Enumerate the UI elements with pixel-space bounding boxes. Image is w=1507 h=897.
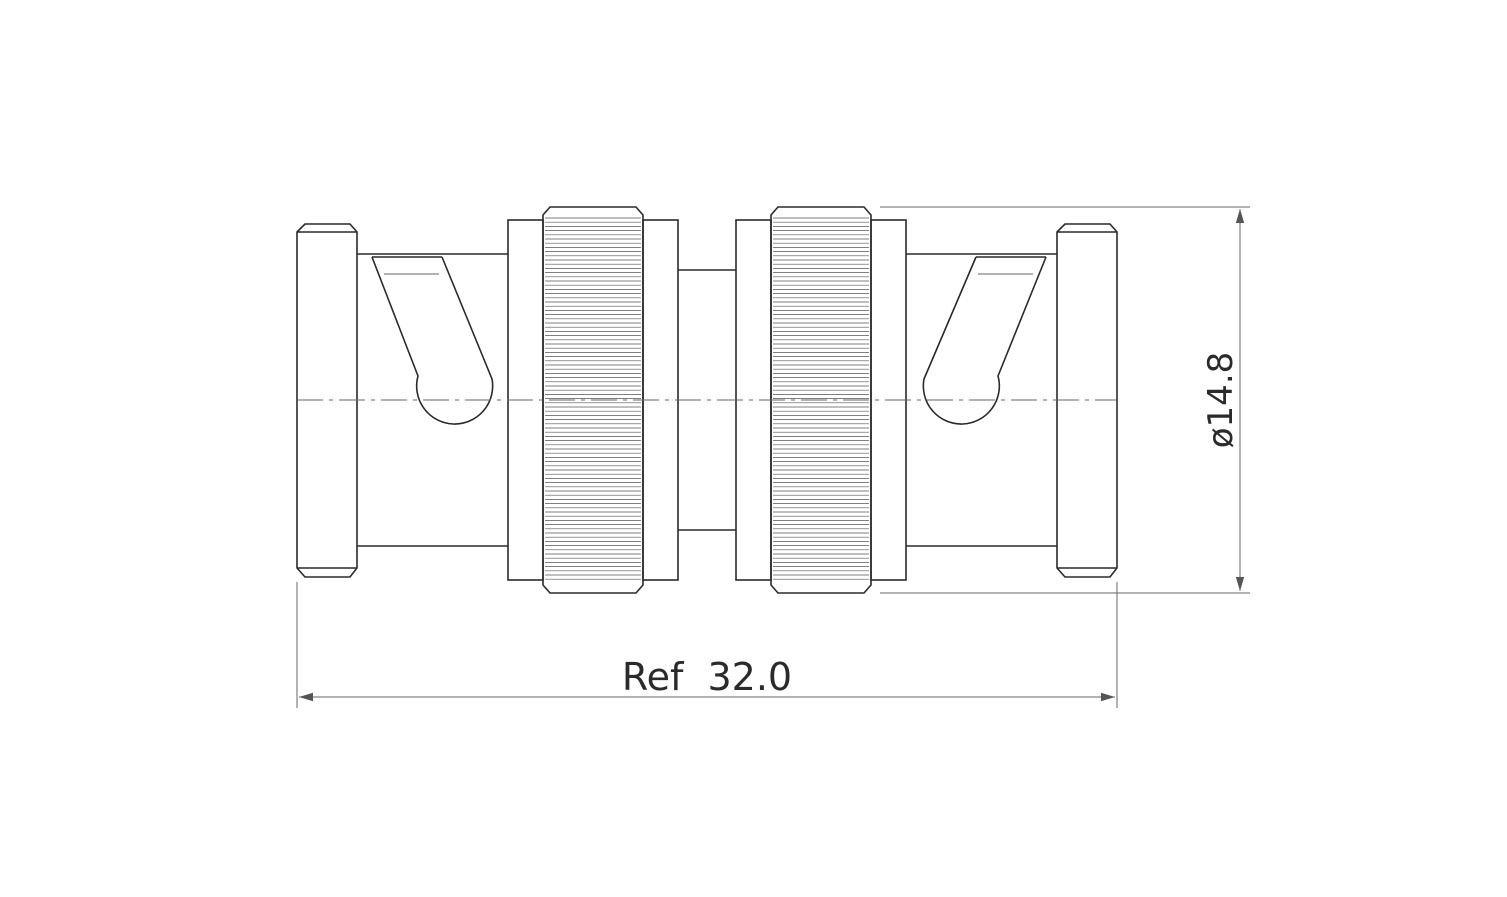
length-dimension: Ref 32.0: [296, 582, 1118, 708]
right-end-cap: [1056, 223, 1118, 578]
left-knurl-pattern: [545, 217, 641, 580]
left-bayonet-slot: [371, 256, 494, 425]
right-knurl-pattern: [773, 217, 869, 580]
diameter-dimension: ø14.8: [880, 206, 1250, 594]
right-bayonet-slot: [922, 256, 1047, 425]
left-end-cap: [296, 223, 358, 578]
right-bayonet-body: [906, 253, 1057, 547]
center-sleeve: [678, 269, 736, 531]
left-bayonet-body: [357, 253, 508, 547]
length-label: Ref 32.0: [622, 655, 792, 699]
left-knurled-nut: [542, 206, 644, 594]
right-knurled-nut: [770, 206, 872, 594]
diameter-label: ø14.8: [1201, 352, 1241, 449]
